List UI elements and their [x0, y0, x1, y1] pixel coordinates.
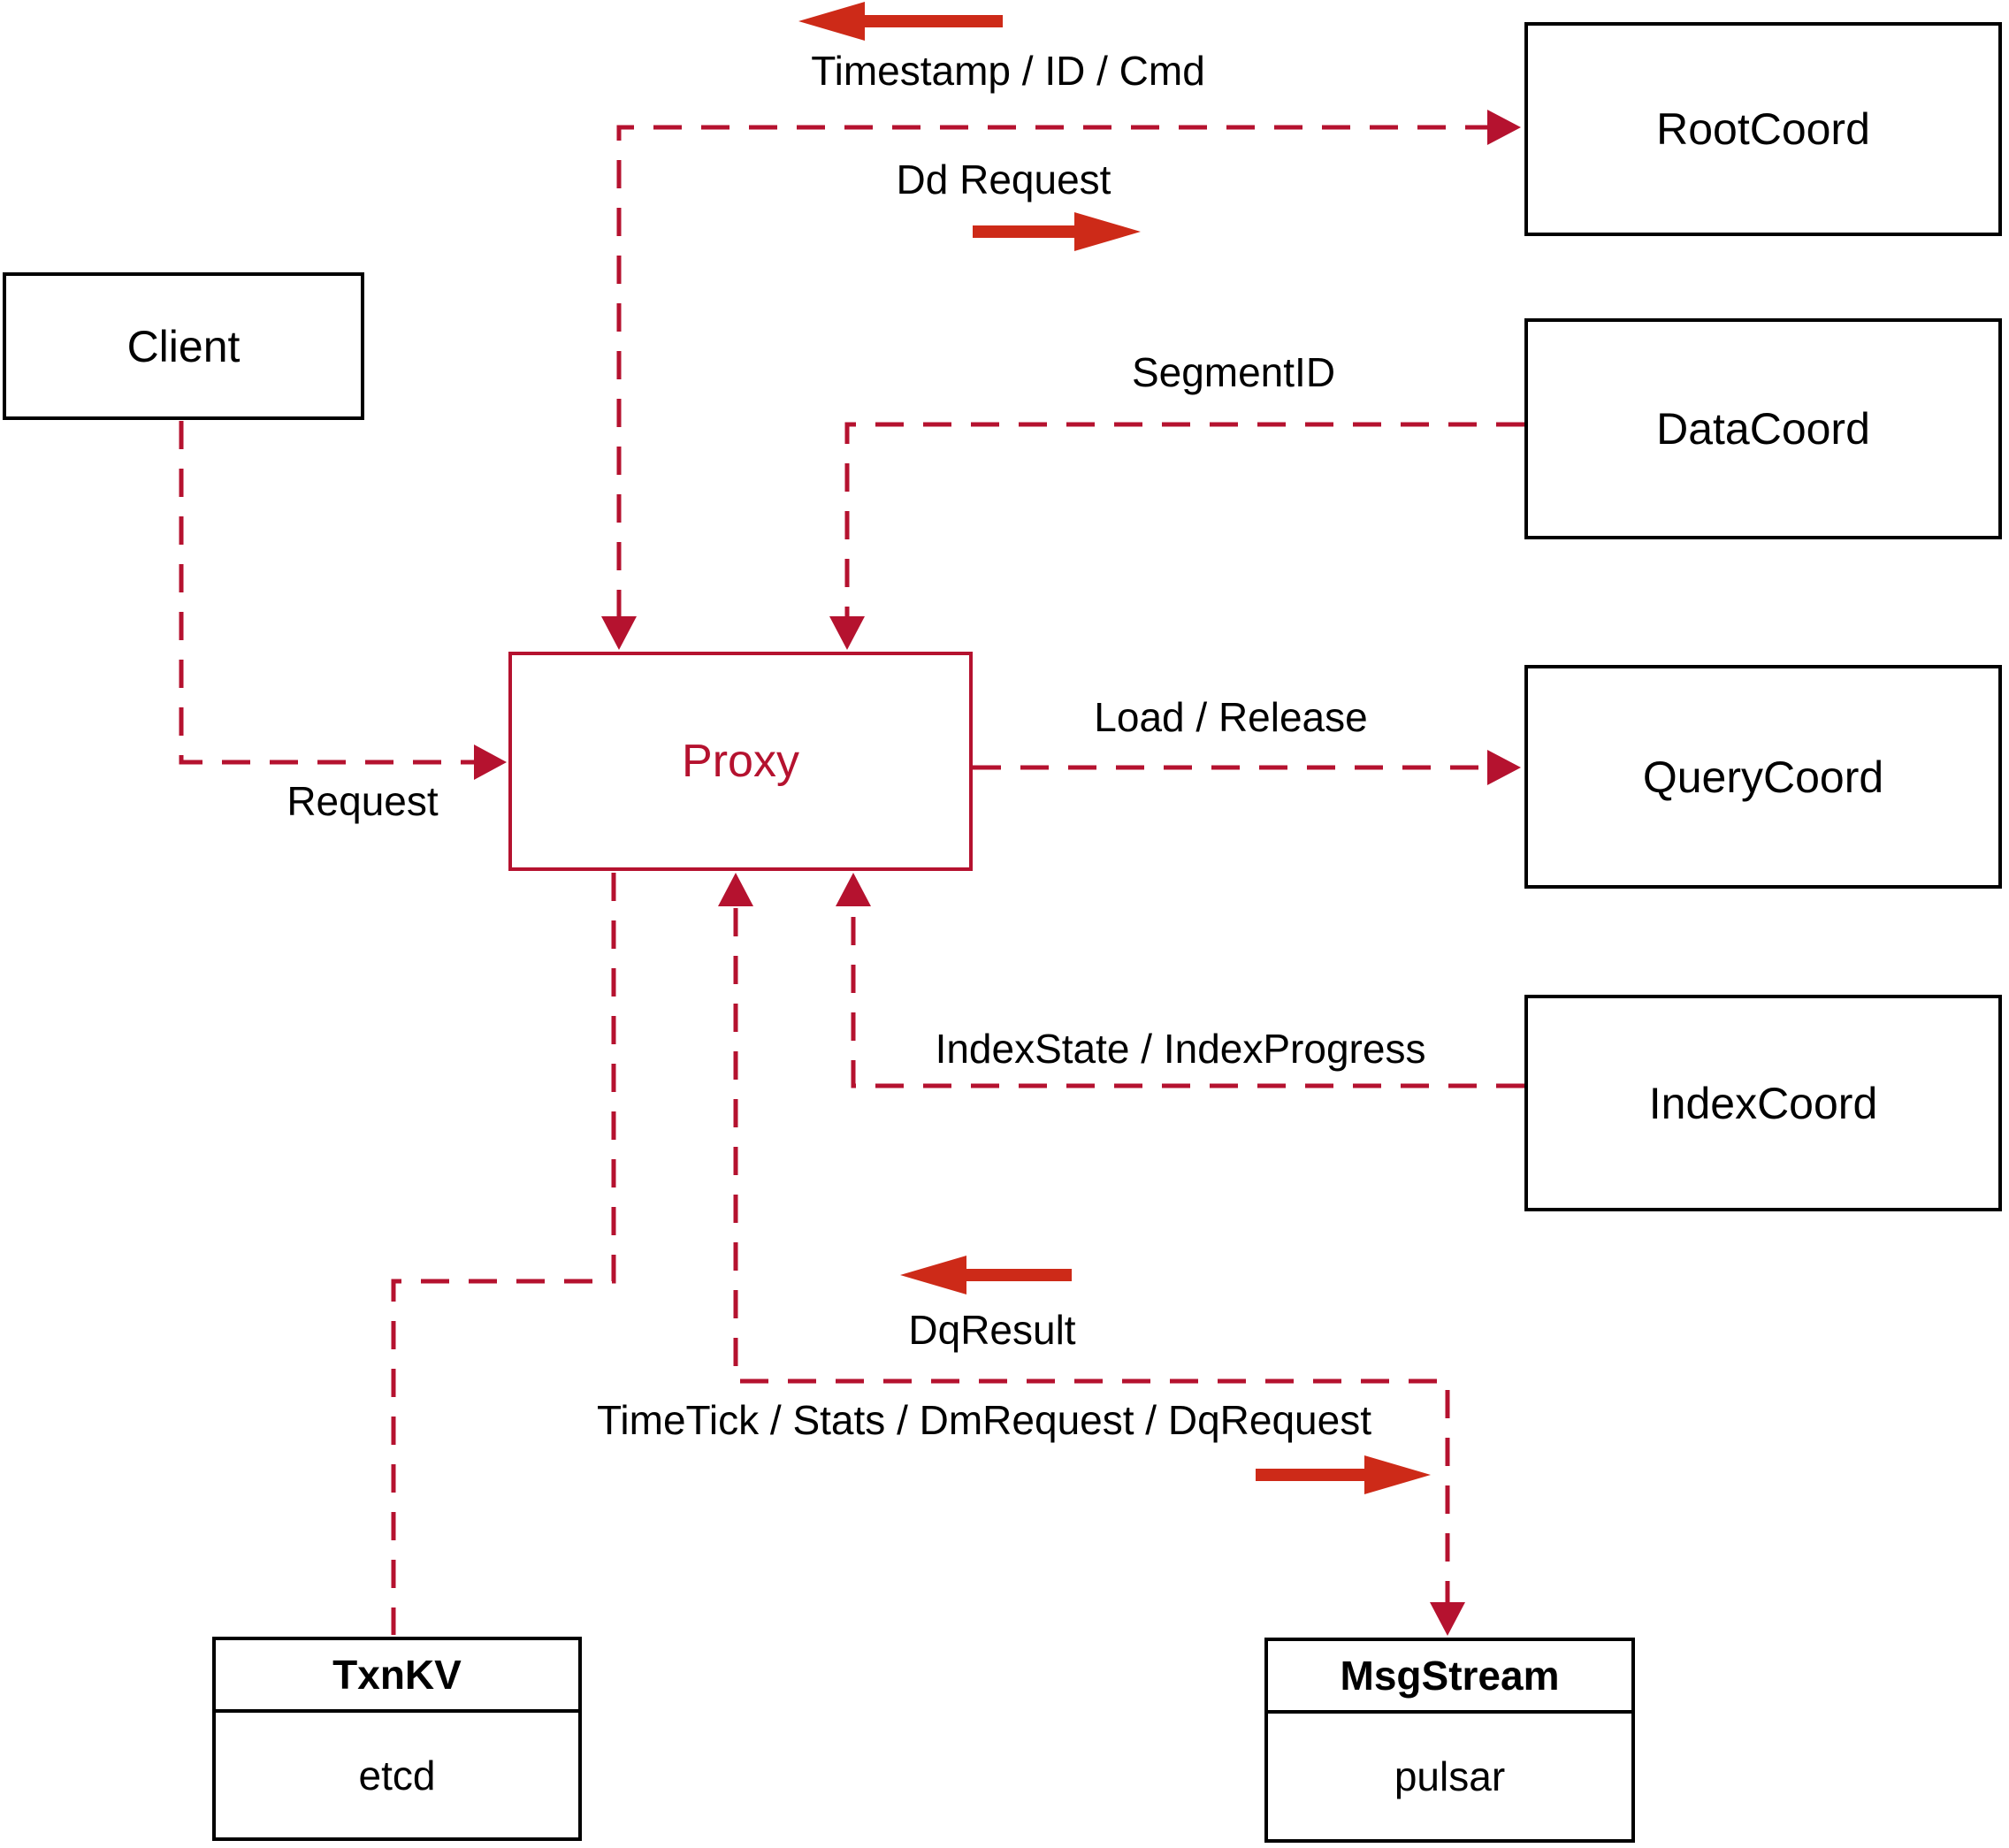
querycoord-node: QueryCoord [1524, 665, 2002, 889]
datacoord-node: DataCoord [1524, 318, 2002, 539]
txnkv-subtitle: etcd [358, 1752, 436, 1798]
txnkv-body: etcd [216, 1713, 578, 1837]
msgstream-header: MsgStream [1268, 1641, 1631, 1714]
indexcoord-label: IndexCoord [1648, 1078, 1878, 1128]
querycoord-label: QueryCoord [1642, 752, 1884, 802]
arrowhead-into-msgstream-icon [1430, 1602, 1465, 1636]
edge-label-dq-result: DqResult [908, 1307, 1076, 1353]
arrowhead-into-proxy-top-right-icon [829, 616, 865, 650]
edge-client-to-proxy [179, 421, 476, 765]
rootcoord-label: RootCoord [1656, 104, 1870, 154]
msgstream-body: pulsar [1268, 1714, 1631, 1839]
arrowhead-into-proxy-bottom-left-icon [718, 873, 753, 906]
left-arrow-dqresult-icon [900, 1256, 1072, 1294]
client-label: Client [126, 321, 241, 371]
arrowhead-into-proxy-top-left-icon [601, 616, 637, 650]
left-arrow-timestamp-icon [798, 2, 1003, 41]
edge-proxy-rootcoord [616, 125, 1489, 618]
txnkv-header: TxnKV [216, 1640, 578, 1713]
edge-datacoord-to-proxy [844, 422, 1524, 618]
edge-proxy-msgstream [733, 908, 1450, 1602]
edge-proxy-to-txnkv [391, 873, 616, 1635]
edge-label-load-release: Load / Release [1094, 694, 1368, 740]
txnkv-title: TxnKV [332, 1652, 462, 1698]
edge-label-index-state: IndexState / IndexProgress [935, 1026, 1426, 1072]
rootcoord-node: RootCoord [1524, 22, 2002, 236]
edge-label-dd-request: Dd Request [896, 157, 1111, 202]
arrowhead-into-proxy-left-icon [474, 745, 507, 780]
proxy-label: Proxy [682, 736, 799, 787]
txnkv-node: TxnKV etcd [212, 1637, 582, 1841]
edge-label-request: Request [286, 778, 439, 824]
arrowhead-into-rootcoord-icon [1487, 110, 1521, 145]
datacoord-label: DataCoord [1656, 404, 1870, 454]
edge-label-segment-id: SegmentID [1131, 349, 1336, 395]
right-arrow-dd-request-icon [973, 212, 1141, 251]
edge-label-timestamp-id-cmd: Timestamp / ID / Cmd [811, 48, 1205, 94]
edge-indexcoord-to-proxy [851, 908, 1524, 1088]
proxy-node: Proxy [508, 652, 973, 871]
msgstream-title: MsgStream [1340, 1653, 1560, 1699]
arrowhead-into-querycoord-icon [1487, 750, 1521, 785]
edge-label-time-tick: TimeTick / Stats / DmRequest / DqRequest [597, 1397, 1371, 1443]
client-node: Client [3, 272, 364, 420]
right-arrow-timetick-icon [1256, 1455, 1431, 1494]
msgstream-subtitle: pulsar [1394, 1753, 1506, 1799]
msgstream-node: MsgStream pulsar [1264, 1638, 1635, 1843]
arrowhead-into-proxy-bottom-right-icon [836, 873, 871, 906]
indexcoord-node: IndexCoord [1524, 995, 2002, 1211]
